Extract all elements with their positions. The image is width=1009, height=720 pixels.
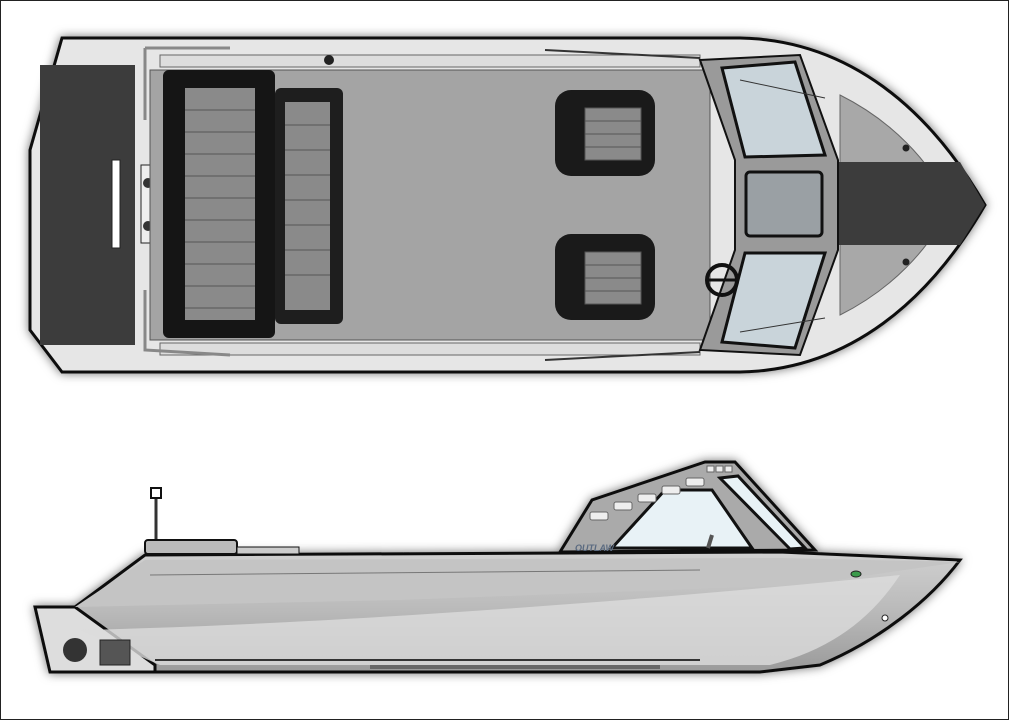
side-window xyxy=(608,488,755,550)
cabin-windows xyxy=(589,465,809,551)
windshield-side xyxy=(716,474,809,551)
top-view-details xyxy=(40,46,985,361)
stern-light-mast xyxy=(144,487,300,555)
brand-label: OUTLAW xyxy=(575,543,615,553)
stern-deck xyxy=(40,65,135,345)
bow-light xyxy=(850,570,862,578)
transom-rail xyxy=(111,159,121,249)
front-seat-starboard xyxy=(555,90,655,176)
rear-bench-seat xyxy=(163,70,343,338)
side-view-details: OUTLAW xyxy=(63,465,960,669)
steering-wheel xyxy=(705,263,739,297)
deck-fitting xyxy=(324,55,334,65)
windshield-panel-center xyxy=(744,170,824,238)
front-seat-port xyxy=(555,234,655,320)
windshield-panel-starboard xyxy=(720,60,828,159)
rub-rail xyxy=(370,665,660,669)
bow-walkway xyxy=(835,162,985,245)
windshield-panel-port xyxy=(720,251,828,350)
